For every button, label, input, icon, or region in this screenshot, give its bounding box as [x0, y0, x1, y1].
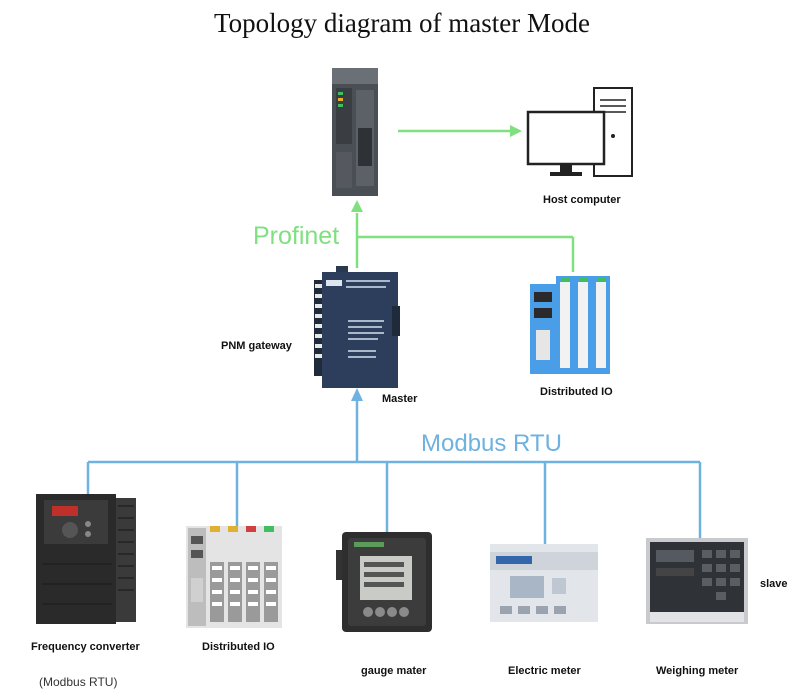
electric-meter-label: Electric meter [508, 665, 581, 677]
gauge-meter-device [334, 532, 434, 634]
master-label: Master [382, 393, 418, 405]
plc-icon [332, 68, 378, 196]
weighing-meter-label: Weighing meter [656, 665, 739, 677]
slave-label: slave [760, 578, 788, 590]
weighing-indicator-icon [646, 538, 748, 624]
weighing-meter-device [646, 538, 750, 626]
modbus-rtu-label: Modbus RTU [421, 430, 562, 457]
host-computer-label: Host computer [543, 194, 621, 206]
io-module-icon [186, 526, 282, 628]
diagram-title: Topology diagram of master Mode [213, 8, 591, 38]
profinet-links [355, 129, 575, 272]
host-computer-device [526, 86, 636, 182]
frequency-converter-label: Frequency converter [31, 641, 140, 653]
modbus-links [86, 400, 702, 544]
pnm-gateway-label: PNM gateway [221, 340, 292, 352]
plc-device [328, 68, 382, 196]
profinet-arrow-right [510, 125, 522, 137]
gateway-icon [314, 266, 400, 388]
profinet-arrow-up [351, 200, 363, 212]
power-meter-icon [336, 532, 432, 632]
frequency-converter-device [34, 494, 138, 624]
io-module-icon [530, 276, 610, 374]
distributed-io-top-device [528, 274, 614, 376]
distributed-io-bottom-device [186, 526, 282, 628]
electric-meter-device [490, 544, 600, 624]
desktop-computer-icon [526, 87, 633, 177]
gauge-meter-label: gauge mater [361, 665, 427, 677]
frequency-converter-sublabel: (Modbus RTU) [39, 675, 118, 689]
frequency-converter-icon [36, 494, 136, 624]
pnm-gateway-device [312, 266, 402, 390]
distributed-io-bottom-label: Distributed IO [202, 641, 275, 653]
electric-meter-icon [490, 544, 598, 622]
distributed-io-top-label: Distributed IO [540, 386, 613, 398]
modbus-arrow-up [351, 388, 363, 401]
profinet-label: Profinet [253, 222, 340, 250]
